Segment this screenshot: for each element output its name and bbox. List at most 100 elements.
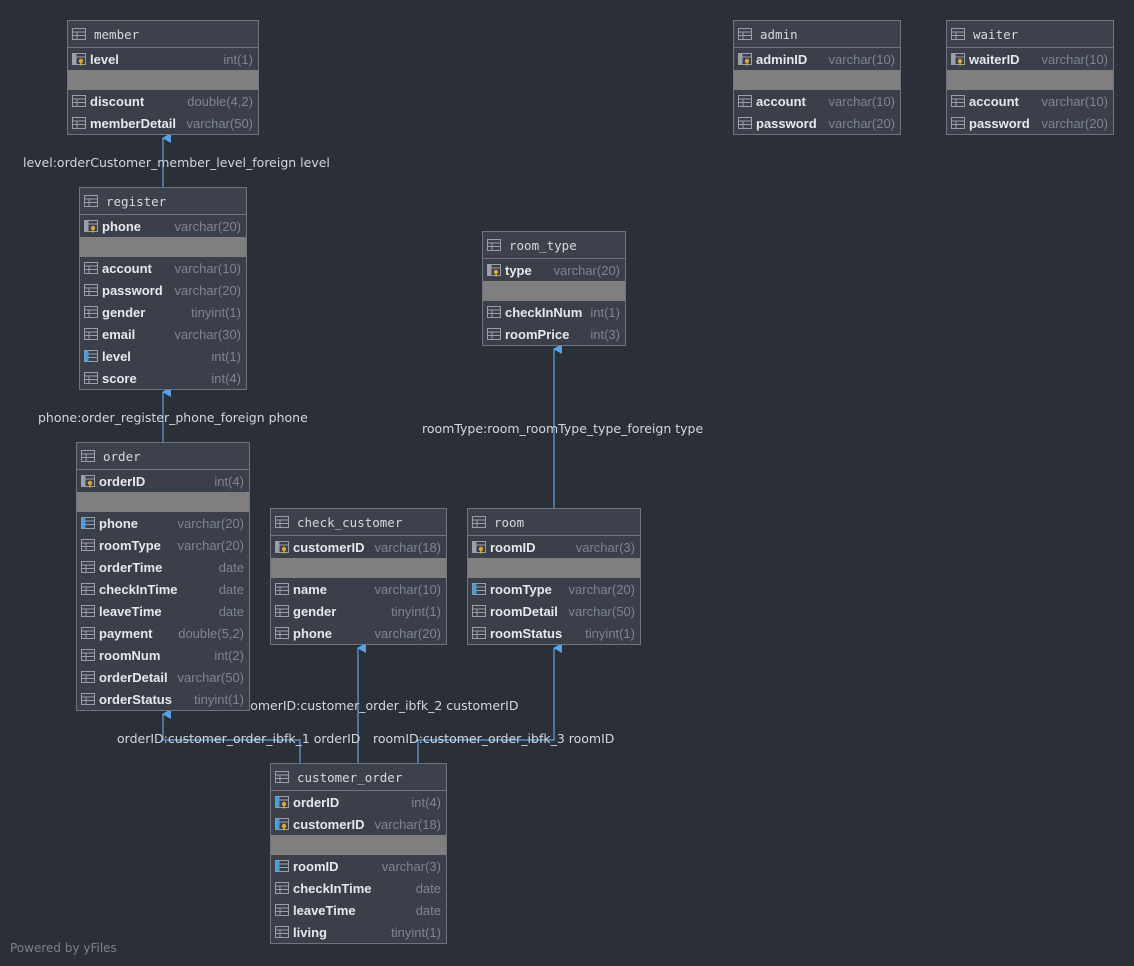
table-icon xyxy=(275,771,289,783)
column-icon xyxy=(951,117,965,129)
column-icon xyxy=(275,627,289,639)
table-header: waiter xyxy=(947,21,1113,48)
key-separator xyxy=(68,70,258,90)
column-name: orderDetail xyxy=(99,669,168,685)
column-icon xyxy=(275,926,289,938)
table-icon xyxy=(472,516,486,528)
column-row[interactable]: email varchar(30) xyxy=(80,323,246,345)
column-row[interactable]: phone varchar(20) xyxy=(271,622,446,644)
table-title: room xyxy=(494,514,525,530)
column-icon xyxy=(275,605,289,617)
table-title: order xyxy=(103,448,141,464)
column-type: varchar(10) xyxy=(828,93,895,109)
column-type: varchar(18) xyxy=(374,816,441,832)
column-name: email xyxy=(102,326,136,342)
edge-label-room-type: roomType:room_roomType_type_foreign type xyxy=(422,421,704,436)
column-name: roomDetail xyxy=(490,603,558,619)
table-header: register xyxy=(80,188,246,215)
edge-customerorder-room xyxy=(417,643,562,763)
key-separator xyxy=(77,492,249,512)
column-type: varchar(20) xyxy=(374,625,441,641)
column-name: memberDetail xyxy=(90,115,176,131)
column-type: varchar(10) xyxy=(828,51,895,67)
column-type: tinyint(1) xyxy=(585,625,635,641)
column-name: roomID xyxy=(293,858,339,874)
column-type: varchar(50) xyxy=(186,115,253,131)
column-icon xyxy=(472,605,486,617)
column-icon xyxy=(81,583,95,595)
table-header: room xyxy=(468,509,640,536)
column-name: gender xyxy=(102,304,146,320)
column-type: int(4) xyxy=(211,370,241,386)
table-title: room_type xyxy=(509,237,577,253)
key-separator xyxy=(271,835,446,855)
column-type: date xyxy=(218,559,244,575)
column-row[interactable]: orderStatus tinyint(1) xyxy=(77,688,249,710)
table-title: member xyxy=(94,26,140,42)
edge-label-customer-ibfk-3: roomID:customer_order_ibfk_3 roomID xyxy=(373,731,615,746)
column-type: varchar(20) xyxy=(177,537,244,553)
column-type: varchar(18) xyxy=(374,539,441,555)
column-icon xyxy=(72,95,86,107)
column-type: tinyint(1) xyxy=(194,691,244,707)
column-icon xyxy=(72,117,86,129)
foreign-key-icon xyxy=(84,350,98,362)
column-name: orderID xyxy=(99,473,146,489)
column-icon xyxy=(738,95,752,107)
column-name: orderStatus xyxy=(99,691,172,707)
column-name: orderID xyxy=(293,794,340,810)
column-type: varchar(30) xyxy=(174,326,241,342)
column-name: phone xyxy=(293,625,332,641)
column-row[interactable]: memberDetail varchar(50) xyxy=(68,112,258,134)
table-header: room_type xyxy=(483,232,625,259)
